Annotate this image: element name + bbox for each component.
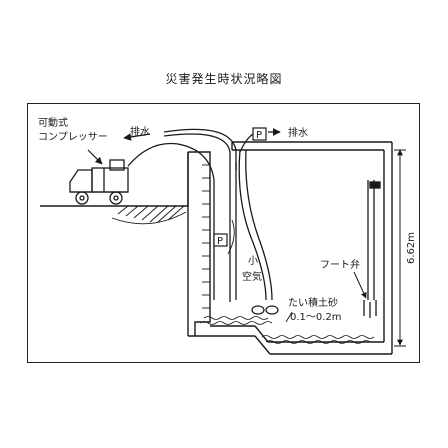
drain-label-left: 排水 bbox=[130, 125, 150, 138]
pump-mark-top: P bbox=[256, 130, 262, 141]
foot-valve-pipe bbox=[363, 180, 381, 318]
ground-left bbox=[40, 152, 189, 225]
pump-shaft bbox=[213, 233, 228, 247]
diagram-frame bbox=[27, 103, 420, 363]
air-pointer bbox=[227, 219, 235, 255]
pump-mark-shaft: P bbox=[217, 236, 223, 247]
pump-bottom bbox=[251, 305, 279, 315]
compressor-truck bbox=[69, 159, 129, 205]
compressor-label-line1: 可動式 bbox=[38, 116, 68, 129]
foot-valve-pointer bbox=[353, 271, 367, 299]
depth-label: 6.62m bbox=[406, 232, 417, 264]
air-label-line1: 小 bbox=[248, 255, 258, 267]
compressor-pointer bbox=[87, 149, 103, 165]
drain-label-right: 排水 bbox=[288, 126, 308, 139]
foot-valve-label: フート弁 bbox=[320, 258, 360, 271]
sediment-label-line1: たい積土砂 bbox=[288, 296, 338, 309]
hoses bbox=[123, 128, 281, 302]
pit-structure bbox=[187, 141, 393, 355]
air-label-line2: 空気 bbox=[242, 270, 262, 283]
sediment-label-line2: 0.1～0.2m bbox=[290, 312, 342, 323]
depth-dimension bbox=[394, 149, 406, 347]
diagram-title: 災害発生時状況略図 bbox=[165, 72, 283, 86]
pump-top bbox=[252, 127, 267, 141]
compressor-label-line2: コンプレッサー bbox=[38, 131, 108, 143]
sediment-layer bbox=[199, 316, 375, 344]
sediment-pointer bbox=[285, 311, 293, 323]
